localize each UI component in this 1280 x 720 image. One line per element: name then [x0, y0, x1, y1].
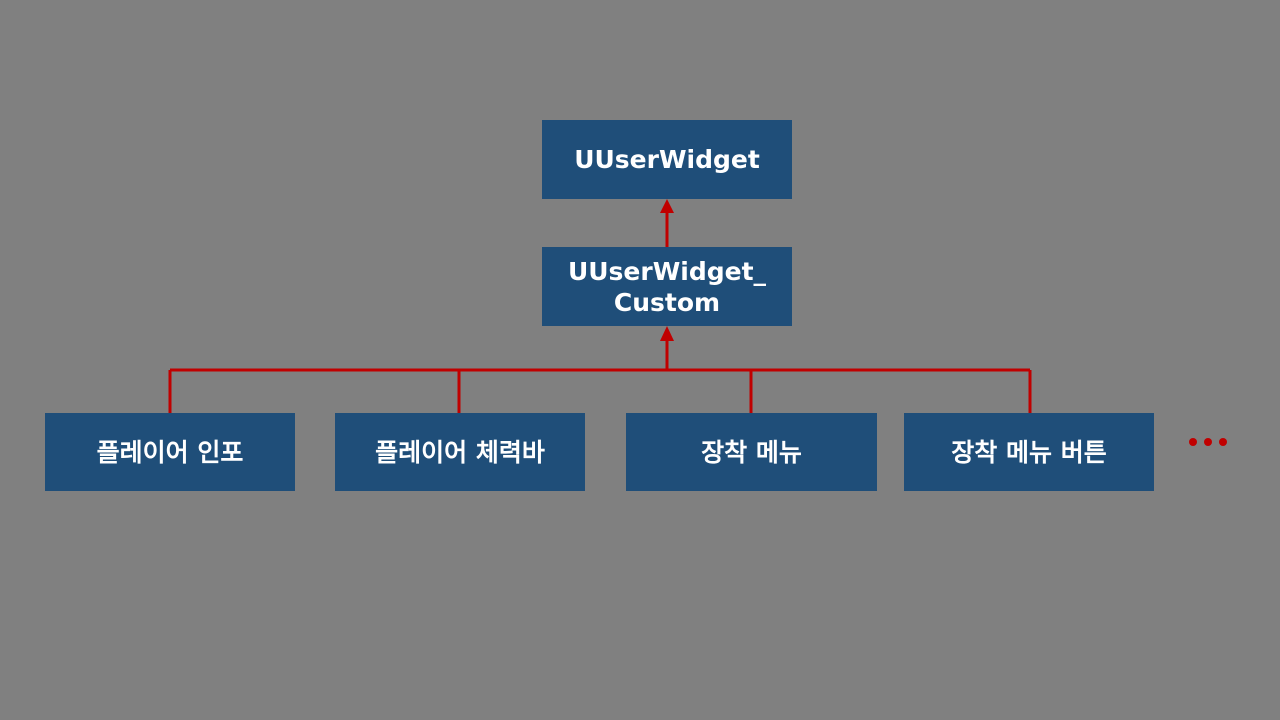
- box-equip-menu: 장착 메뉴: [626, 413, 877, 491]
- box-uuserwidget-custom-line2: Custom: [613, 287, 721, 317]
- arrowhead-mid: [660, 326, 674, 341]
- box-player-hp-bar: 플레이어 체력바: [335, 413, 585, 491]
- more-ellipsis-icon: [1189, 438, 1227, 446]
- box-player-info-label: 플레이어 인포: [96, 437, 244, 467]
- box-player-info: 플레이어 인포: [45, 413, 295, 491]
- ellipsis-dot: [1219, 438, 1227, 446]
- box-uuserwidget-label: UUserWidget: [574, 145, 760, 174]
- box-player-hp-bar-label: 플레이어 체력바: [375, 437, 545, 467]
- box-uuserwidget-custom-line1: UUserWidget_: [567, 256, 767, 286]
- box-uuserwidget-custom: UUserWidget_ Custom: [542, 247, 792, 326]
- ellipsis-dot: [1189, 438, 1197, 446]
- box-equip-menu-button: 장착 메뉴 버튼: [904, 413, 1154, 491]
- box-equip-menu-label: 장착 메뉴: [701, 437, 802, 467]
- box-uuserwidget: UUserWidget: [542, 120, 792, 199]
- arrowhead-root: [660, 199, 674, 213]
- box-equip-menu-button-label: 장착 메뉴 버튼: [951, 437, 1107, 467]
- ellipsis-dot: [1204, 438, 1212, 446]
